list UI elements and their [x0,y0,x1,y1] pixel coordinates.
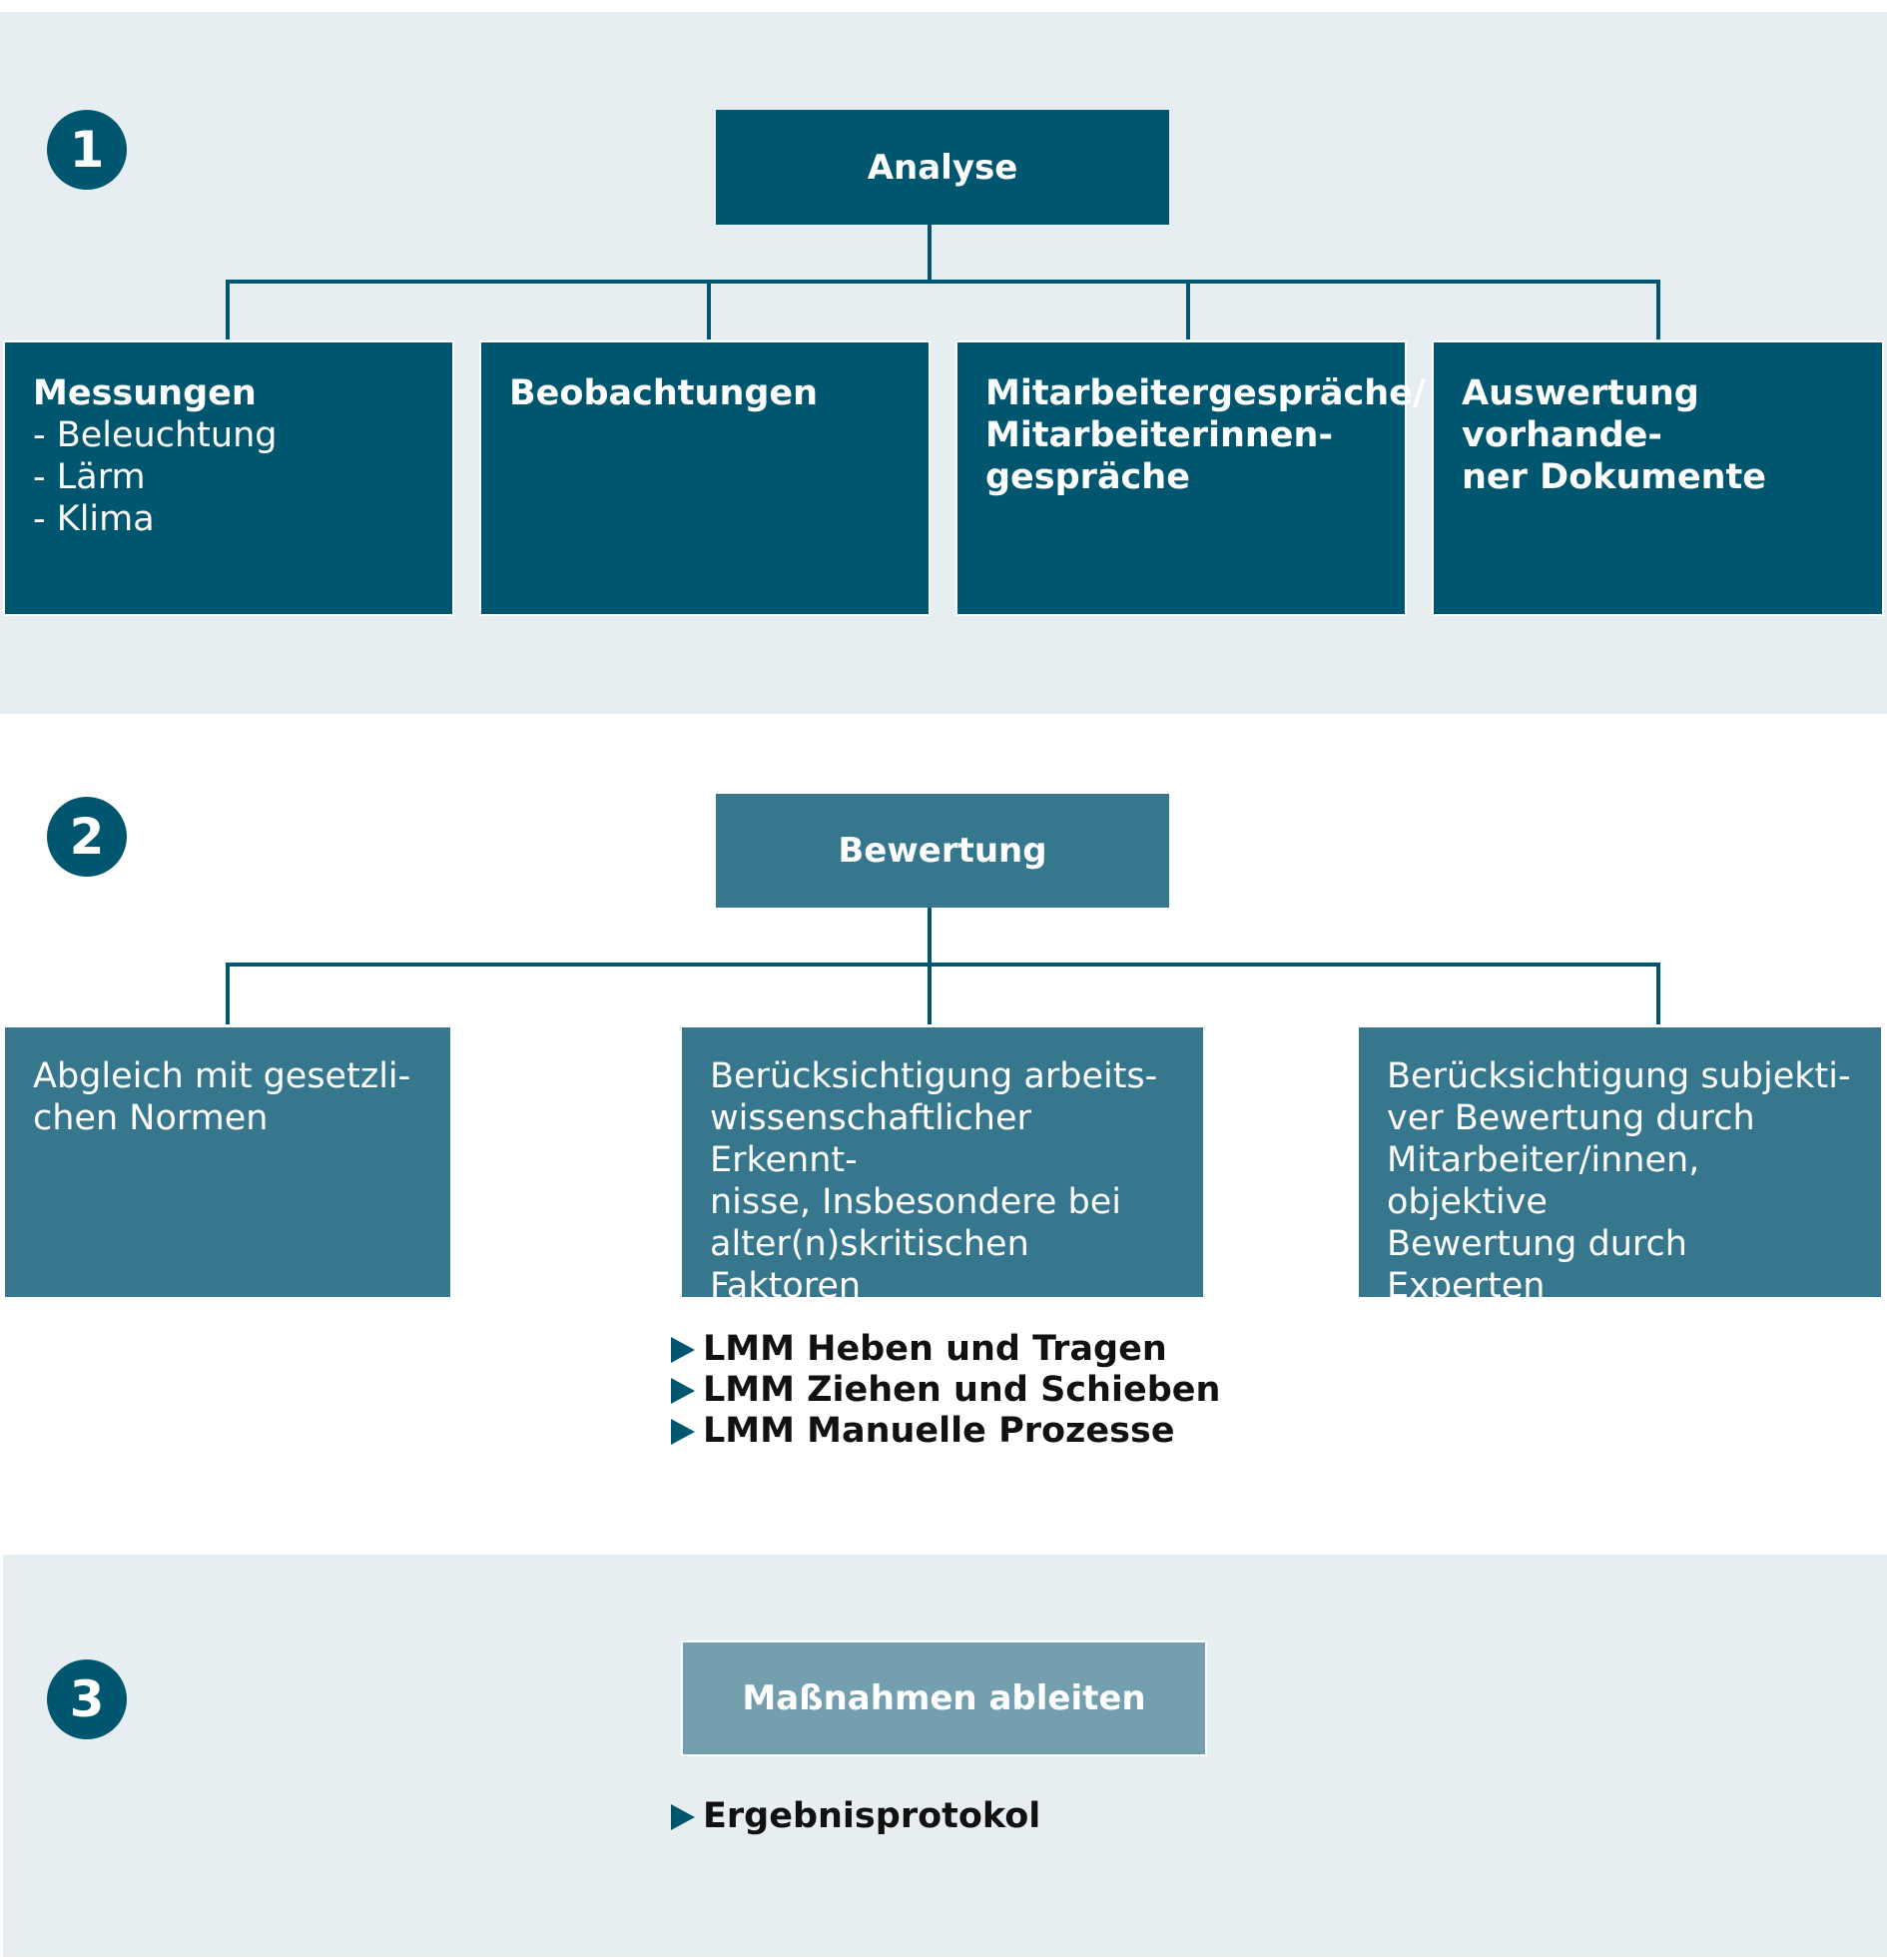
triangle-bullet-icon [671,1336,695,1363]
triangle-bullet-icon [671,1418,695,1445]
triangle-bullet-icon [671,1803,695,1830]
method-label: LMM Ziehen und Schieben [703,1370,1221,1410]
connector-line [1656,280,1660,339]
analysis-box: Analyse [716,110,1169,225]
list-item: Ergebnisprotokol [671,1796,1040,1837]
measures-box: Maßnahmen ableiten [681,1640,1207,1756]
analysis-item-title: Beobachtungen [509,373,819,413]
evaluation-item-text: Berücksichtigung subjekti- ver Bewertung… [1387,1056,1851,1348]
evaluation-item-legal-norms: Abgleich mit gesetzli- chen Normen [5,1027,450,1297]
analysis-item-measurements: Messungen - Beleuchtung - Lärm - Klima [3,340,454,616]
evaluation-box: Bewertung [716,794,1169,908]
analysis-item-document-review: Auswertung vorhande- ner Dokumente [1432,340,1884,616]
measures-output-list: Ergebnisprotokol [671,1796,1040,1837]
evaluation-item-ergonomic-findings: Berücksichtigung arbeits- wissenschaftli… [682,1027,1203,1306]
connector-line [928,225,932,282]
list-item: LMM Manuelle Prozesse [671,1411,1220,1452]
evaluation-item-text: Berücksichtigung arbeits- wissenschaftli… [710,1056,1158,1306]
analysis-item-title: Auswertung vorhande- ner Dokumente [1462,373,1766,497]
list-item: LMM Ziehen und Schieben [671,1370,1220,1411]
analysis-item-title: Mitarbeitergespräche/ Mitarbeiterinnen- … [985,373,1426,497]
analysis-item-observations: Beobachtungen [479,340,931,616]
connector-line [226,963,230,1024]
output-label: Ergebnisprotokol [703,1796,1041,1836]
evaluation-item-subjective-objective: Berücksichtigung subjekti- ver Bewertung… [1359,1027,1881,1348]
analysis-item-title: Messungen [33,373,257,413]
connector-line [226,280,230,339]
connector-line [226,963,1660,967]
method-label: LMM Heben und Tragen [703,1329,1167,1369]
evaluation-methods-list: LMM Heben und Tragen LMM Ziehen und Schi… [671,1329,1220,1452]
step-number-2: 2 [47,797,127,877]
method-label: LMM Manuelle Prozesse [703,1411,1175,1451]
step-number-3: 3 [47,1659,127,1739]
connector-line [1186,280,1190,339]
step-number-1: 1 [47,110,127,190]
list-item: LMM Heben und Tragen [671,1329,1220,1370]
analysis-item-employee-interviews: Mitarbeitergespräche/ Mitarbeiterinnen- … [955,340,1426,616]
analysis-item-subitems: - Beleuchtung - Lärm - Klima [33,415,278,539]
connector-line [707,280,711,339]
connector-line [226,280,1660,284]
evaluation-item-text: Abgleich mit gesetzli- chen Normen [33,1056,411,1138]
triangle-bullet-icon [671,1377,695,1404]
connector-line [1656,963,1660,1024]
